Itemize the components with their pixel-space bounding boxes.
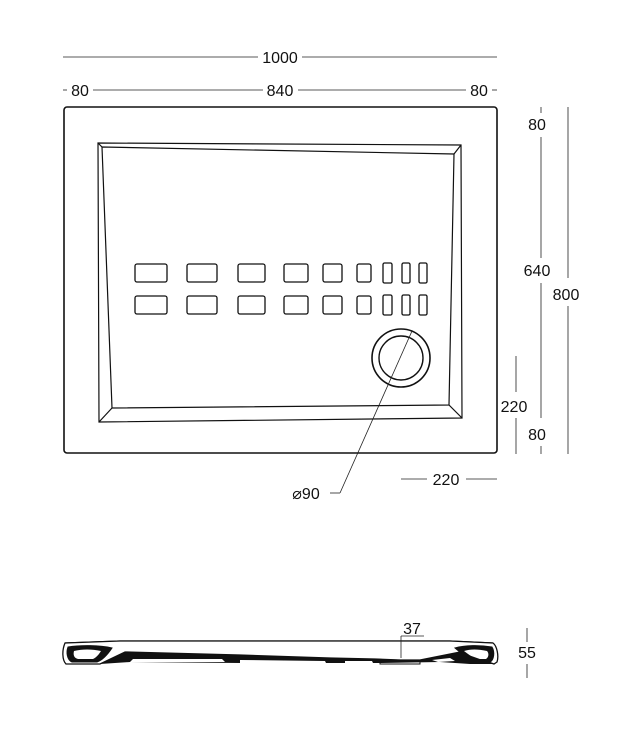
anti-slip-slot [418,294,428,316]
top-rim-label: 80 [528,117,546,134]
anti-slip-slot [283,263,309,283]
section-height-dimension: 55 [518,628,536,678]
anti-slip-slot [401,262,411,284]
anti-slip-slot [186,263,218,283]
overall-width-dimension: 1000 [63,50,497,67]
drain-outlet [371,328,431,388]
anti-slip-pattern [134,262,428,316]
tray-section-view [62,640,499,665]
left-rim-label: 80 [71,83,89,100]
bottom-rim-label: 80 [528,427,546,444]
right-rim-label: 80 [470,83,488,100]
inner-depth-label: 640 [524,263,551,280]
section-depth-label: 37 [403,621,421,638]
anti-slip-slot [237,295,266,315]
anti-slip-slot [134,295,168,315]
anti-slip-slot [382,262,393,284]
anti-slip-slot [186,295,218,315]
anti-slip-slot [322,295,343,315]
anti-slip-slot [134,263,168,283]
rim-width-dimensions: 80 840 80 [63,83,497,100]
anti-slip-slot [356,263,372,283]
section-height-label: 55 [518,645,536,662]
anti-slip-slot [283,295,309,315]
section-depth-callout: 37 [400,621,424,658]
drain-from-right-label: 220 [433,472,460,489]
inner-width-label: 840 [267,83,294,100]
tray-plan-view [63,106,498,454]
anti-slip-slot [356,295,372,315]
anti-slip-slot [401,294,411,316]
anti-slip-slot [322,263,343,283]
drain-offset-dimension: 220 [401,472,497,489]
drain-diameter-label: ⌀90 [292,486,320,503]
drain-diameter-callout: ⌀90 [292,330,413,503]
anti-slip-slot [418,262,428,284]
anti-slip-slot [382,294,393,316]
drain-from-bottom-label: 220 [501,399,528,416]
tray-outer-rim [63,106,498,454]
overall-width-label: 1000 [262,50,298,67]
anti-slip-slot [237,263,266,283]
depth-dimensions: 80 640 80 800 220 [501,107,580,454]
overall-depth-label: 800 [553,287,580,304]
